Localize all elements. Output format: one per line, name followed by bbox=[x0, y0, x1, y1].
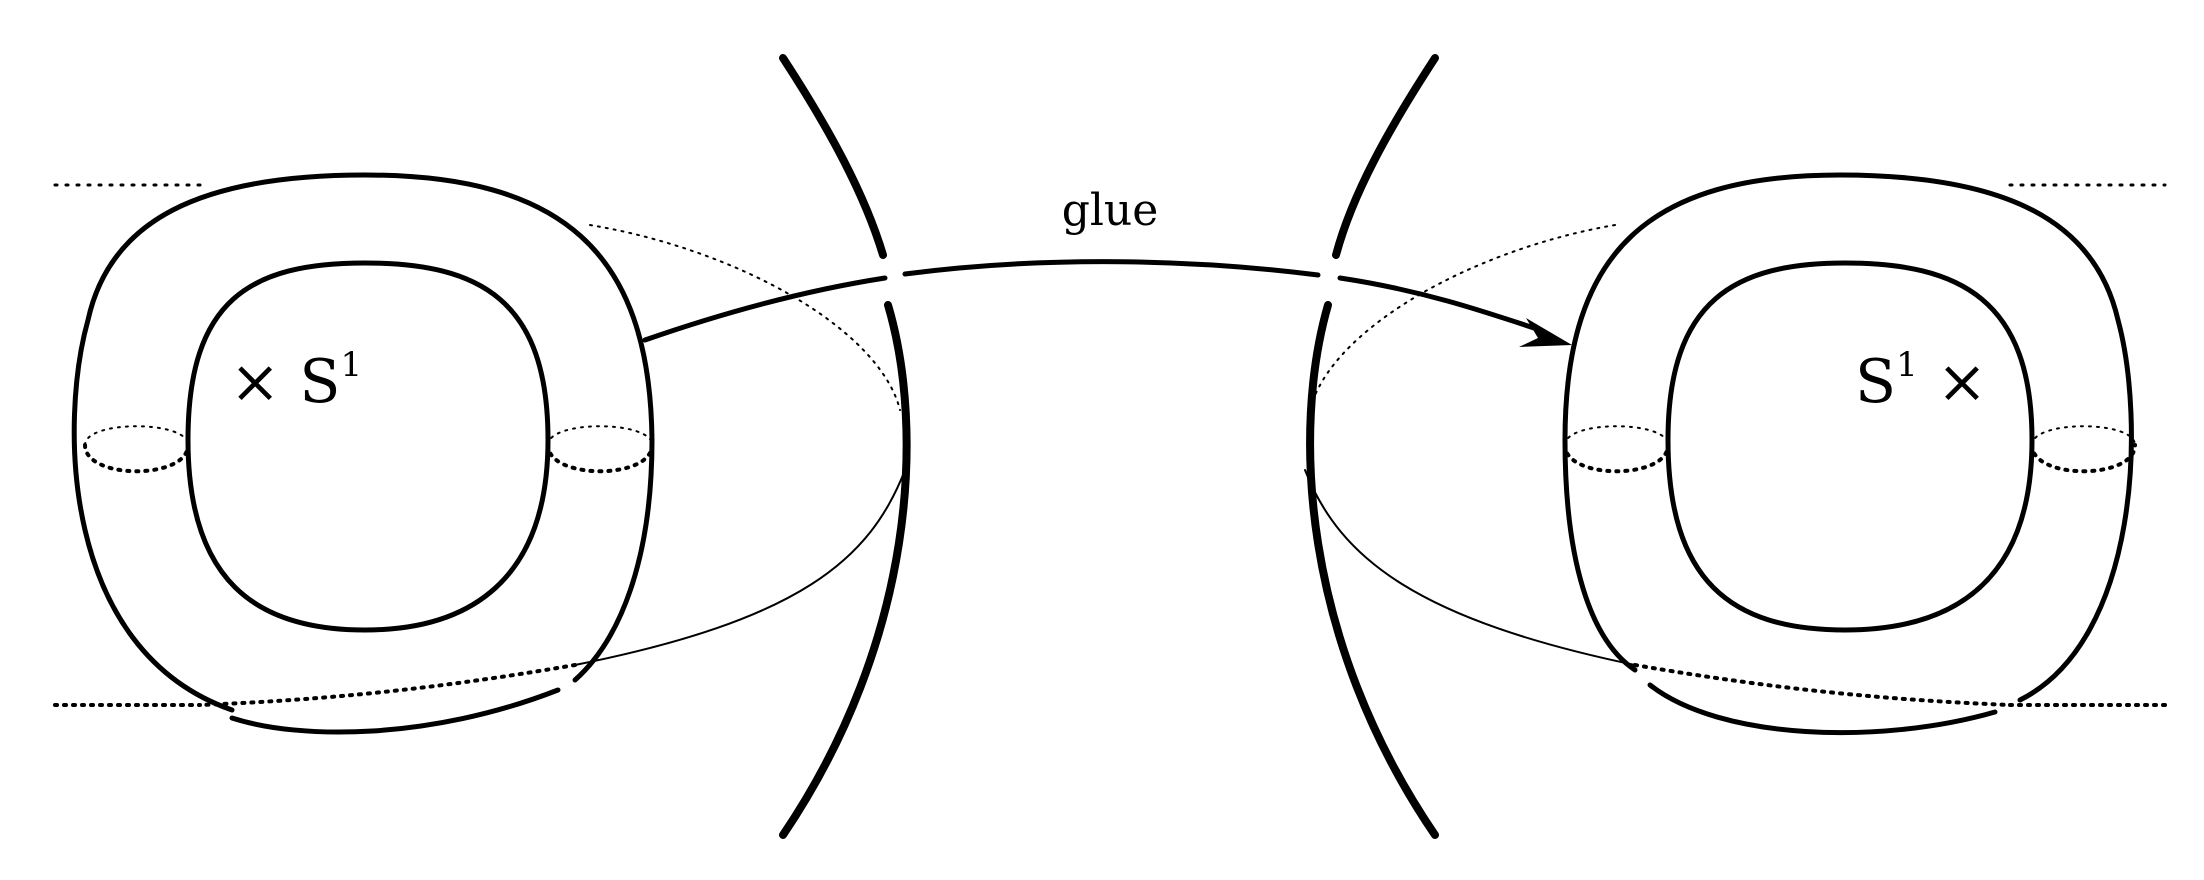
left-factor-label: × S1 bbox=[230, 345, 362, 417]
left-cut-boundary-lower bbox=[779, 301, 911, 839]
left-torus-outer-upper bbox=[71, 172, 655, 713]
left-torus-meridian-right-front bbox=[546, 443, 654, 474]
right-cut-boundary-lower bbox=[1306, 301, 1439, 839]
right-factor-base: S bbox=[1855, 347, 1896, 417]
cut-connecting-curves bbox=[198, 224, 2012, 707]
right-torus bbox=[1562, 172, 2137, 736]
glue-arrow-shaft-middle bbox=[902, 259, 1321, 278]
left-torus-meridian-left-back bbox=[84, 425, 189, 446]
left-torus-outer-lower bbox=[229, 687, 561, 735]
right-cut-boundary-upper bbox=[1332, 54, 1439, 259]
left-lower-solid-curve bbox=[574, 469, 906, 666]
right-factor-suffix: × bbox=[1918, 347, 1987, 417]
right-factor-label: S1 × bbox=[1855, 345, 1987, 417]
right-factor-exponent: 1 bbox=[1896, 345, 1918, 385]
glue-arrow bbox=[642, 259, 1572, 347]
left-factor-base: × S bbox=[230, 347, 340, 417]
right-torus-meridian-left-back bbox=[1564, 425, 1669, 446]
left-upper-dotted-curve bbox=[589, 224, 901, 411]
glue-arrow-shaft-left bbox=[642, 275, 888, 343]
glue-arrow-shaft-right bbox=[1337, 275, 1543, 333]
glue-label: glue bbox=[1062, 185, 1159, 236]
cut-boundaries bbox=[779, 54, 1439, 839]
right-torus-meridian-right-back bbox=[2031, 425, 2136, 446]
left-torus-meridian-right-back bbox=[547, 425, 653, 446]
right-lower-dotted-curve bbox=[1633, 663, 2012, 707]
right-torus-outer-upper bbox=[1562, 172, 2134, 703]
left-factor-exponent: 1 bbox=[340, 345, 362, 385]
left-torus-meridian-left-front bbox=[83, 443, 190, 474]
right-torus-inner-hole bbox=[1665, 260, 2035, 633]
horizontal-dotted-lines bbox=[53, 183, 2167, 707]
right-torus-outer-lower bbox=[1647, 682, 1998, 736]
glue-arrowhead bbox=[1519, 318, 1572, 347]
right-torus-meridian-left-front bbox=[1563, 443, 1670, 474]
right-upper-dotted-curve bbox=[1309, 224, 1616, 411]
left-torus-inner-hole bbox=[185, 260, 551, 633]
right-lower-solid-curve bbox=[1304, 469, 1636, 666]
left-torus bbox=[71, 172, 655, 735]
left-lower-dotted-curve bbox=[198, 663, 577, 707]
right-torus-meridian-right-front bbox=[2030, 443, 2137, 474]
left-cut-boundary-upper bbox=[779, 54, 887, 259]
